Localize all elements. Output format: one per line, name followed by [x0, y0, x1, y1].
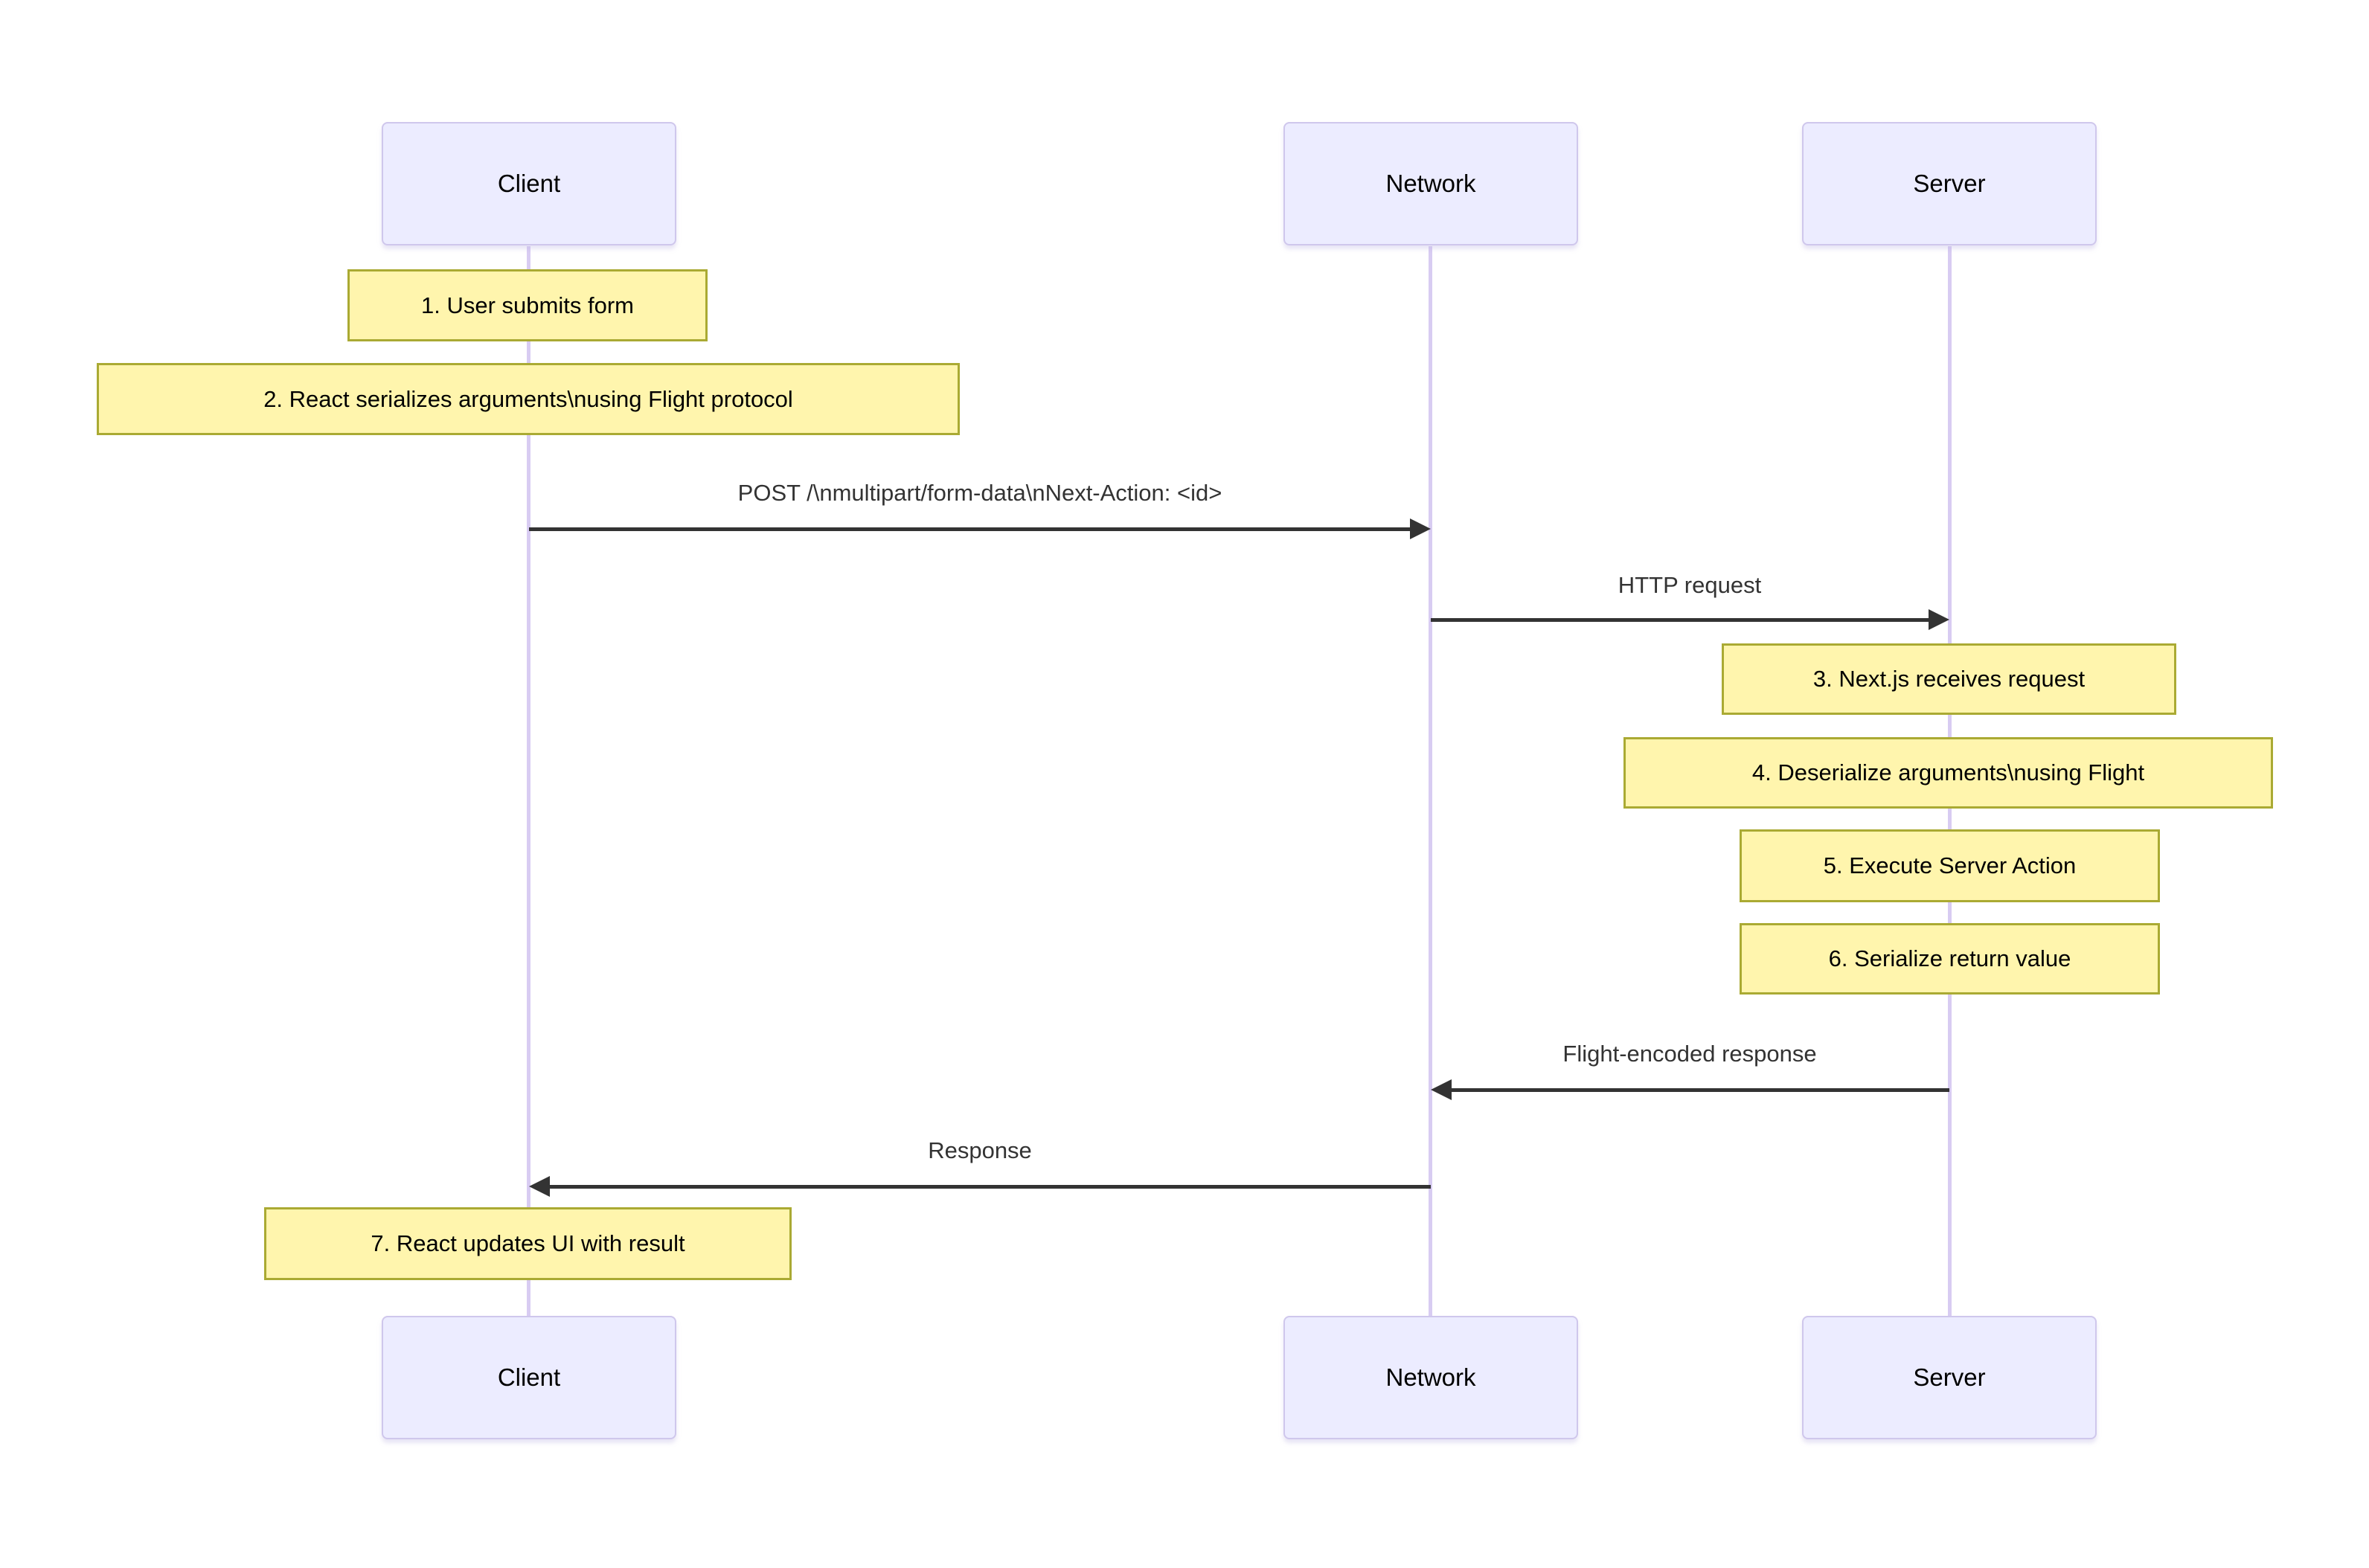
actor-top-network: Network [1283, 122, 1578, 245]
note-text: 4. Deserialize arguments\nusing Flight [1751, 759, 2145, 785]
arrowhead-right-icon [1410, 518, 1431, 539]
lifeline-client [527, 246, 530, 1316]
note-2-react-serializes-arguments: 2. React serializes arguments\nusing Fli… [97, 363, 960, 435]
message-label-response: Response [928, 1137, 1032, 1163]
arrowhead-right-icon [1929, 609, 1949, 630]
actor-label: Server [1913, 170, 1986, 197]
actor-label: Client [497, 1363, 561, 1391]
message-line-http-request [1431, 618, 1930, 622]
note-5-execute-server-action: 5. Execute Server Action [1740, 829, 2160, 902]
note-text: 2. React serializes arguments\nusing Fli… [263, 385, 793, 412]
note-text: 6. Serialize return value [1828, 945, 2071, 971]
actor-label: Client [497, 170, 561, 197]
note-text: 3. Next.js receives request [1812, 666, 2086, 692]
actor-top-server: Server [1802, 122, 2097, 245]
actor-label: Network [1385, 170, 1476, 197]
arrowhead-left-icon [1431, 1079, 1452, 1100]
note-text: 5. Execute Server Action [1823, 852, 2077, 878]
note-text: 7. React updates UI with result [371, 1230, 685, 1256]
message-label-http-request: HTTP request [1618, 572, 1762, 598]
actor-bottom-network: Network [1283, 1316, 1578, 1439]
message-line-post [529, 527, 1411, 531]
actor-bottom-server: Server [1802, 1316, 2097, 1439]
note-7-react-updates-ui: 7. React updates UI with result [264, 1207, 792, 1280]
note-1-user-submits-form: 1. User submits form [347, 269, 708, 341]
message-label-post-multipart: POST /\nmultipart/form-data\nNext-Action… [737, 480, 1222, 506]
actor-label: Server [1913, 1363, 1986, 1391]
actor-top-client: Client [382, 122, 676, 245]
lifeline-network [1429, 246, 1432, 1316]
note-3-nextjs-receives-request: 3. Next.js receives request [1722, 643, 2176, 715]
arrowhead-left-icon [529, 1176, 550, 1197]
note-6-serialize-return-value: 6. Serialize return value [1740, 923, 2160, 995]
actor-label: Network [1385, 1363, 1476, 1391]
message-label-flight-encoded-response: Flight-encoded response [1562, 1041, 1817, 1067]
note-4-deserialize-arguments: 4. Deserialize arguments\nusing Flight [1623, 737, 2273, 809]
message-line-response [548, 1185, 1431, 1189]
note-text: 1. User submits form [421, 292, 634, 318]
message-line-flight-response [1450, 1088, 1949, 1092]
actor-bottom-client: Client [382, 1316, 676, 1439]
